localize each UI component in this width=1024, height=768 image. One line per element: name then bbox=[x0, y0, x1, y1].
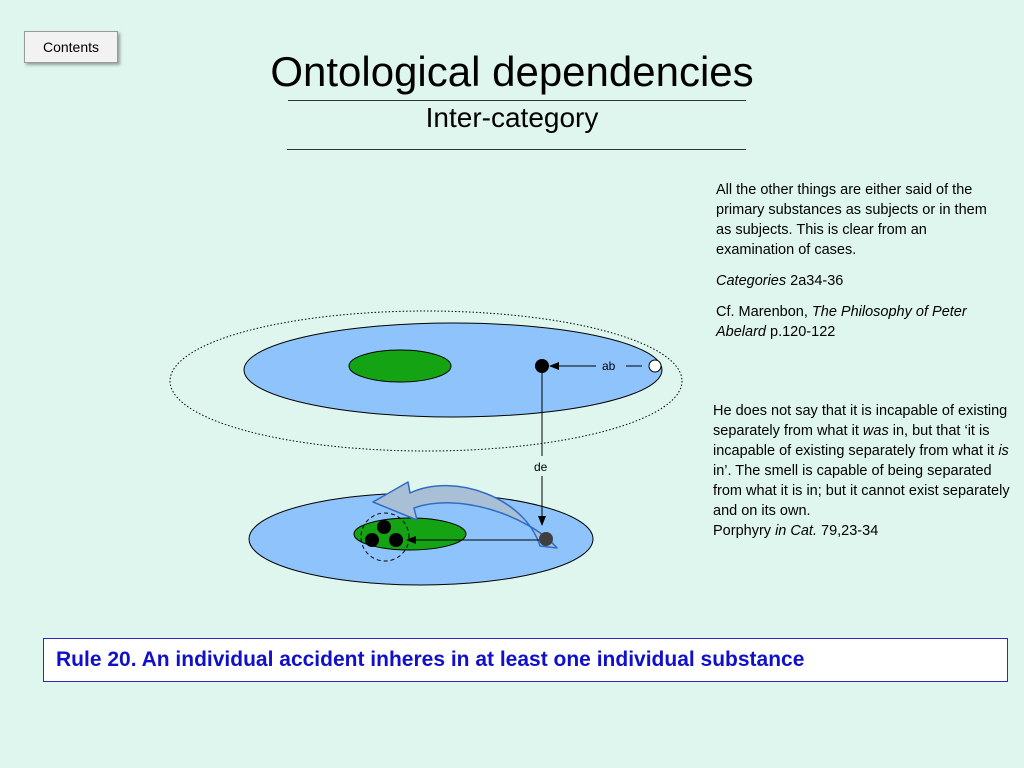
individual-accident-dot-3 bbox=[389, 533, 403, 547]
said-of-dotted-boundary bbox=[169, 310, 683, 452]
upper-substance-plane bbox=[243, 322, 663, 418]
porphyry-quote: He does not say that it is incapable of … bbox=[713, 401, 1023, 541]
label-de: de bbox=[534, 460, 548, 474]
universal-hollow-dot bbox=[648, 359, 662, 373]
marenbon-reference: Cf. Marenbon, The Philosophy of Peter Ab… bbox=[716, 304, 967, 340]
individual-accident-dot-1 bbox=[377, 520, 391, 534]
label-ab: ab bbox=[602, 359, 616, 373]
categories-quote: All the other things are either said of … bbox=[716, 180, 1006, 342]
title-divider bbox=[288, 100, 746, 101]
curved-block-arrow bbox=[372, 481, 558, 549]
upper-black-dot bbox=[535, 359, 549, 373]
porphyry-quote-text: He does not say that it is incapable of … bbox=[713, 403, 1010, 519]
rule-statement: Rule 20. An individual accident inheres … bbox=[43, 638, 1008, 682]
categories-quote-text: All the other things are either said of … bbox=[716, 182, 987, 258]
accident-group-dashed-circle bbox=[360, 512, 410, 562]
individual-accident-dot-2 bbox=[365, 533, 379, 547]
upper-accident-region bbox=[348, 349, 452, 383]
page-title: Ontological dependencies bbox=[270, 48, 754, 95]
subtitle-divider bbox=[287, 149, 746, 150]
contents-button[interactable]: Contents bbox=[24, 31, 118, 63]
porphyry-reference: Porphyry in Cat. 79,23-34 bbox=[713, 523, 879, 539]
page-subtitle: Inter-category bbox=[425, 102, 599, 133]
lower-gray-dot bbox=[539, 532, 553, 546]
categories-reference: Categories 2a34-36 bbox=[716, 273, 844, 289]
